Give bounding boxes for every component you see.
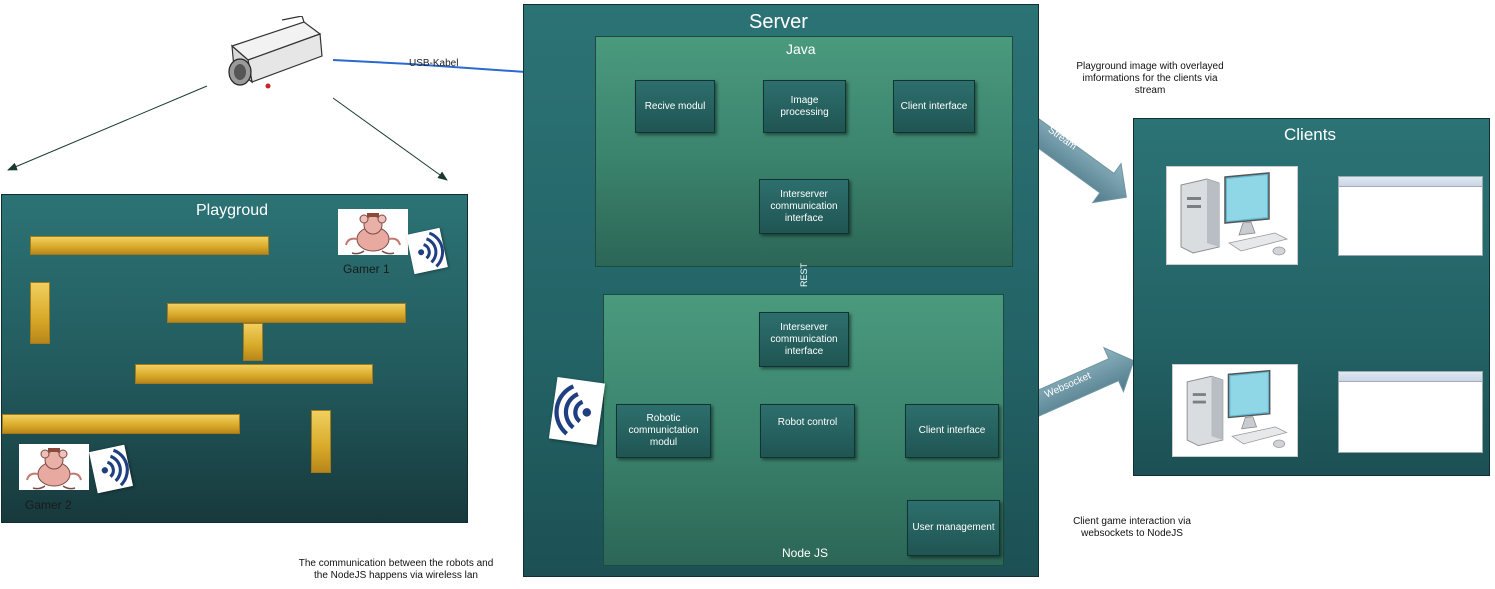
java-title: Java: [786, 41, 816, 57]
browser-window-icon: [1338, 176, 1483, 256]
java-interserver-box: Interserver communication interface: [759, 179, 849, 234]
wall: [2, 414, 240, 434]
clients-title: Clients: [1284, 125, 1336, 144]
rat-robot-icon: [19, 444, 89, 490]
gamer-1-label: Gamer 1: [343, 262, 390, 276]
usb-cable-label: USB-Kabel: [409, 58, 459, 69]
server-title: Server: [749, 11, 808, 33]
websocket-note: Client game interaction via websockets t…: [1073, 516, 1191, 539]
recive-module-box: Recive modul: [635, 80, 715, 133]
playground-title: Playgroud: [196, 202, 269, 219]
rest-label: REST: [799, 263, 809, 288]
wall: [135, 364, 373, 384]
node-client-interface-box: Client interface: [905, 404, 999, 458]
robot-control-box: Robot control: [760, 404, 855, 458]
image-processing-box: Image processing: [763, 80, 846, 133]
wall: [30, 282, 50, 344]
stream-note: Playground image with overlayed imformat…: [1076, 61, 1224, 96]
gamer-2-label: Gamer 2: [25, 498, 72, 512]
java-client-interface-box: Client interface: [893, 80, 975, 133]
camera-arrow-right: [332, 97, 448, 181]
desktop-computer-icon: [1166, 166, 1298, 265]
user-management-box: User management: [907, 500, 1000, 556]
robotic-communication-box: Robotic communictation modul: [616, 404, 711, 458]
usb-cable: [332, 59, 541, 74]
wall: [243, 323, 263, 361]
wireless-note: The communication between the robots and…: [298, 558, 494, 581]
wifi-icon: [548, 376, 606, 446]
nodejs-title: Node JS: [782, 546, 829, 560]
wall: [167, 303, 406, 323]
rat-robot-icon: [338, 209, 408, 255]
browser-window-icon: [1338, 371, 1483, 453]
wifi-icon: [89, 444, 133, 494]
node-interserver-box: Interserver communication interface: [759, 312, 849, 367]
desktop-computer-icon: [1172, 364, 1298, 457]
wifi-icon: [406, 227, 448, 275]
wall: [30, 236, 269, 255]
camera-arrow-left: [7, 85, 208, 171]
wall: [311, 410, 331, 473]
camera-icon: [228, 16, 323, 89]
